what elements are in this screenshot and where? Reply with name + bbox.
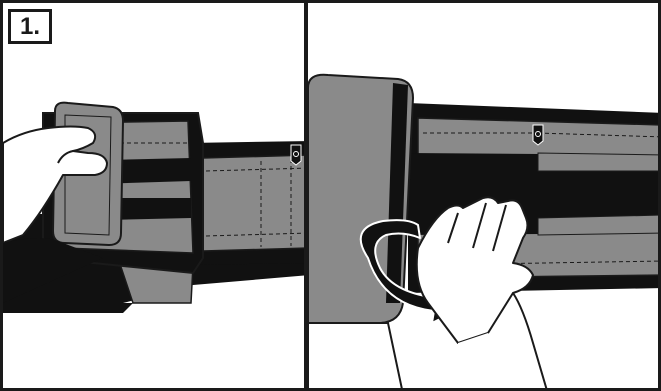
wrist-wrap-icon: [308, 73, 415, 324]
right-panel-drawing: [308, 73, 658, 388]
hand-icon: [3, 125, 108, 244]
logo-tab-icon: [532, 124, 544, 146]
hand-icon: [415, 196, 548, 388]
strap-stitching: [205, 159, 304, 247]
step-panel-right: [305, 0, 661, 391]
strap-stitching: [422, 132, 658, 266]
step-panel-left: 1.: [0, 0, 307, 391]
logo-tab-icon: [290, 144, 302, 166]
forearm-sleeve: [3, 238, 103, 303]
step-number-badge: 1.: [8, 9, 52, 44]
left-panel-drawing: [3, 101, 304, 313]
